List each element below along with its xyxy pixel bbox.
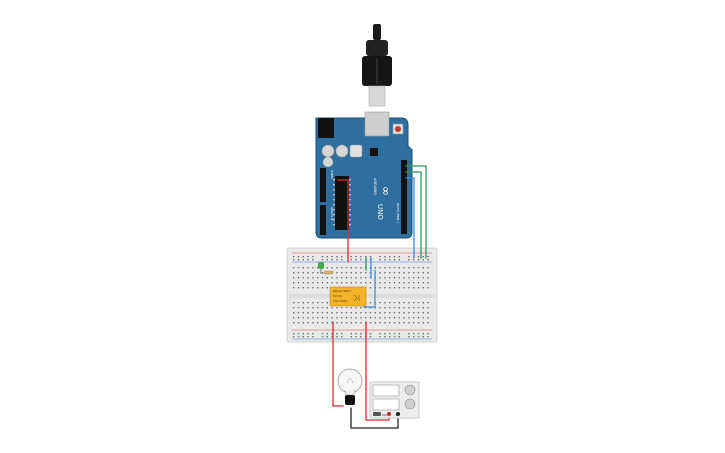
relay-label-line-1: RELAY SPDT <box>333 289 351 293</box>
arduino-model-text: UNO <box>376 204 384 220</box>
wire-red-5v[interactable] <box>337 179 349 263</box>
relay-module[interactable]: RELAY SPDT 5V DC 10A 250V <box>329 286 367 307</box>
capacitor-1 <box>321 144 335 158</box>
relay-symbol-icon <box>353 294 360 302</box>
analog-header[interactable] <box>320 205 326 235</box>
atmega-chip <box>335 176 349 230</box>
power-switch-label: ON <box>382 413 387 417</box>
light-bulb[interactable] <box>337 368 363 405</box>
wire-red-lamp[interactable] <box>332 321 344 407</box>
current-knob[interactable] <box>404 398 416 410</box>
power-switch[interactable] <box>373 412 381 416</box>
usb-port <box>364 111 390 137</box>
bulb-socket <box>345 395 355 405</box>
wires-arduino[interactable] <box>337 165 427 308</box>
reset-button[interactable] <box>395 126 401 132</box>
voltage-knob[interactable] <box>404 384 416 396</box>
wire-black-return[interactable] <box>350 407 399 429</box>
relay-label-line-2: 5V DC <box>333 294 342 298</box>
led-indicator[interactable] <box>318 262 334 275</box>
digital-header-low[interactable] <box>401 200 407 234</box>
usb-cable[interactable] <box>362 24 392 107</box>
power-header[interactable] <box>320 168 326 202</box>
dc-jack <box>318 118 334 138</box>
arduino-brand-text: ARDUINO <box>373 178 377 195</box>
wire-green-signal[interactable] <box>405 165 427 259</box>
digital-header-label: DIGITAL (PWM~) <box>396 203 399 223</box>
digital-header-high[interactable] <box>401 160 407 200</box>
power-header-label: POWER <box>330 170 333 179</box>
breadboard-holes[interactable] <box>293 256 429 338</box>
relay-label-line-3: 10A 250V <box>333 299 349 303</box>
display-top <box>372 384 400 397</box>
negative-terminal[interactable] <box>396 412 400 416</box>
wire-blue-gnd[interactable] <box>405 177 415 259</box>
arduino-logo-icon: ∞ <box>379 186 393 196</box>
resistor[interactable] <box>323 270 334 275</box>
filament-icon <box>346 378 354 384</box>
capacitor-2 <box>335 144 349 158</box>
power-supply[interactable]: ON <box>369 381 420 419</box>
analog-header-label: ANALOG IN <box>330 207 333 221</box>
positive-terminal[interactable] <box>387 412 391 416</box>
wire-green-signal-2[interactable] <box>405 171 422 259</box>
arduino-uno-board[interactable]: ∞ ARDUINO UNO POWER ANALOG IN DIGITAL (P… <box>315 111 413 239</box>
display-bottom <box>372 398 400 411</box>
